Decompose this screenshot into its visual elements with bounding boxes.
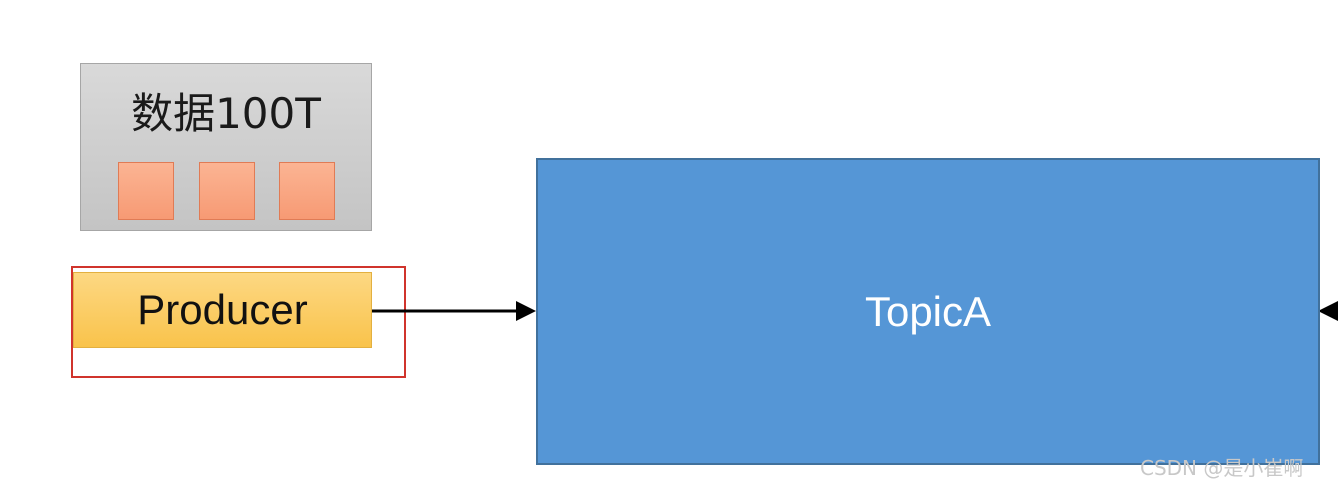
topic-label: TopicA: [864, 287, 992, 335]
producer-to-topic-arrowhead: [516, 301, 536, 321]
watermark: CSDN @是小崔啊: [1140, 456, 1304, 480]
data-block-1: [118, 162, 174, 220]
data-source-box: 数据100T: [80, 63, 372, 231]
data-source-title: 数据100T: [131, 89, 321, 138]
data-block-3: [279, 162, 335, 220]
producer-node: Producer: [73, 272, 372, 348]
topic-node: TopicA: [536, 158, 1320, 465]
data-block-2: [199, 162, 255, 220]
right-incoming-arrowhead: [1318, 301, 1338, 321]
producer-highlight-frame: [71, 266, 406, 378]
producer-label: Producer: [137, 286, 308, 333]
